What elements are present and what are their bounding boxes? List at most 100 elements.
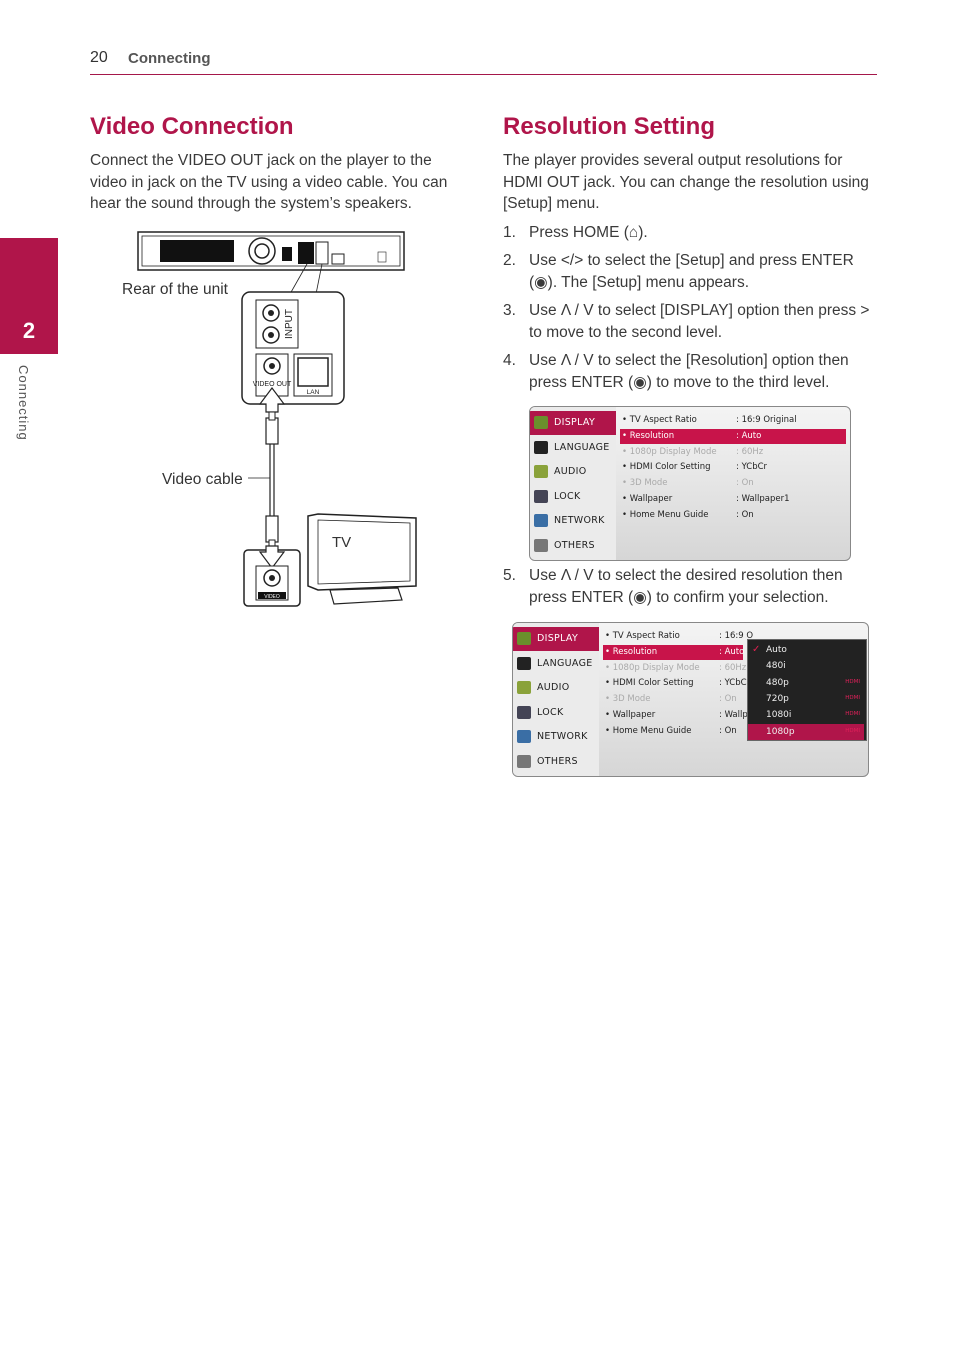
menu-option-name[interactable]: • Wallpaper — [605, 710, 656, 720]
menu-item-label: OTHERS — [554, 539, 595, 551]
menu-item-audio[interactable]: AUDIO — [530, 460, 616, 484]
input-jack-label: INPUT — [284, 309, 295, 339]
language-icon — [517, 656, 531, 670]
menu-option-name[interactable]: • 3D Mode — [605, 694, 651, 705]
menu-option-name[interactable]: • TV Aspect Ratio — [622, 415, 697, 425]
step-number: 1. — [503, 224, 516, 241]
step-number: 2. — [503, 252, 516, 269]
others-icon — [517, 754, 531, 768]
tv-illustration: TV — [307, 513, 417, 605]
menu-item-display[interactable]: DISPLAY — [530, 411, 616, 435]
menu-item-language[interactable]: LANGUAGE — [513, 652, 599, 676]
menu-item-label: LANGUAGE — [554, 441, 610, 453]
resolution-label: 480i — [766, 661, 786, 672]
lan-jack-label: LAN — [307, 389, 320, 396]
menu-item-others[interactable]: OTHERS — [513, 750, 599, 774]
resolution-setting-body: The player provides several output resol… — [503, 152, 869, 212]
chapter-tab — [0, 238, 58, 354]
network-icon — [517, 730, 531, 743]
menu-option-name[interactable]: • HDMI Color Setting — [622, 462, 711, 473]
menu-option-value: : On — [736, 509, 754, 520]
menu-option-value: : Wallp — [719, 710, 748, 720]
hdmi-tag: HDMI — [845, 727, 860, 734]
menu-option-value: : Wallpaper1 — [736, 494, 790, 504]
menu-option-value: : Auto — [736, 430, 762, 441]
menu-item-lock[interactable]: LOCK — [513, 701, 599, 725]
display-icon — [517, 632, 531, 645]
menu-option-name[interactable]: • Resolution — [622, 430, 675, 441]
checkmark-icon: ✓ — [752, 644, 761, 655]
menu-item-network[interactable]: NETWORK — [530, 509, 616, 533]
display-icon — [534, 416, 548, 429]
menu-option-name[interactable]: • TV Aspect Ratio — [605, 631, 680, 641]
menu-option-value: : YCbCr — [736, 462, 768, 473]
menu-item-label: LANGUAGE — [537, 657, 593, 669]
setup-menu-screenshot-1: DISPLAY LANGUAGE AUDIO LOCK NETWORK OTHERS • T… — [529, 406, 851, 561]
resolution-label: 720p — [766, 693, 789, 704]
menu-option-value: : On — [719, 725, 737, 736]
menu-option-value: : On — [736, 478, 754, 489]
chapter-label: Connecting — [16, 365, 31, 441]
menu-option-name[interactable]: • Resolution — [605, 646, 658, 657]
menu-option-value: : 16:9 O — [719, 631, 754, 641]
step-number: 3. — [503, 302, 516, 319]
menu-item-lock[interactable]: LOCK — [530, 485, 616, 509]
menu-option-name[interactable]: • 1080p Display Mode — [622, 446, 717, 457]
menu-option-name[interactable]: • 1080p Display Mode — [605, 662, 700, 673]
menu-item-language[interactable]: LANGUAGE — [530, 436, 616, 460]
menu-item-label: NETWORK — [554, 515, 605, 526]
video-out-jack-label: VIDEO OUT — [253, 381, 292, 388]
menu-option-value: : Auto — [719, 646, 745, 657]
audio-icon — [517, 681, 531, 694]
menu-item-label: LOCK — [537, 706, 564, 718]
tv-video-jack-label: VIDEO — [264, 594, 280, 600]
menu-option-value: : 60Hz — [736, 446, 764, 457]
resolution-option[interactable]: 1080p HDMI — [748, 723, 864, 740]
step-number: 4. — [503, 352, 516, 369]
menu-item-audio[interactable]: AUDIO — [513, 676, 599, 700]
menu-option-value: : 16:9 Original — [736, 415, 797, 425]
menu-option-name[interactable]: • Wallpaper — [622, 494, 673, 504]
option-selection-bar — [620, 428, 846, 444]
option-selection-bar — [603, 644, 743, 660]
menu-item-label: AUDIO — [537, 682, 570, 693]
audio-icon — [534, 465, 548, 478]
hdmi-tag: HDMI — [845, 711, 860, 718]
menu-option-name[interactable]: • Home Menu Guide — [605, 725, 692, 736]
video-connection-body: Connect the VIDEO OUT jack on the player… — [90, 152, 448, 212]
step-number: 5. — [503, 567, 516, 584]
step-text: Use </> to select the [Setup] and press … — [529, 252, 854, 291]
rear-of-unit-label: Rear of the unit — [122, 281, 229, 298]
unit-rear-panel — [137, 231, 405, 271]
menu-item-others[interactable]: OTHERS — [530, 534, 616, 558]
menu-item-label: DISPLAY — [554, 417, 596, 428]
menu-option-name[interactable]: • 3D Mode — [622, 478, 668, 489]
lock-icon — [517, 705, 531, 719]
menu-option-value: : On — [719, 694, 737, 705]
menu-item-label: DISPLAY — [537, 633, 579, 644]
video-connection-diagram: Rear of the unit INPUT VIDEO OUT LAN Vid… — [122, 231, 417, 607]
menu-option-name[interactable]: • HDMI Color Setting — [605, 678, 694, 689]
resolution-option[interactable]: 480i — [748, 658, 864, 674]
menu-option-name[interactable]: • Home Menu Guide — [622, 509, 709, 520]
menu-option-value: : 60Hz — [719, 662, 747, 673]
header-rule — [90, 74, 877, 75]
video-cable-label: Video cable — [162, 471, 243, 488]
menu-item-label: LOCK — [554, 490, 581, 502]
menu-item-display[interactable]: DISPLAY — [513, 627, 599, 651]
resolution-option[interactable]: ✓ Auto — [748, 642, 864, 658]
others-icon — [534, 538, 548, 552]
resolution-label: 1080p — [766, 726, 795, 737]
resolution-label: Auto — [766, 645, 787, 655]
network-icon — [534, 514, 548, 527]
step-text: Press HOME (⌂). — [529, 224, 648, 241]
menu-item-network[interactable]: NETWORK — [513, 725, 599, 749]
lock-icon — [534, 489, 548, 503]
header-section-title: Connecting — [128, 50, 211, 67]
step-text: Use Λ / V to select the desired resoluti… — [529, 567, 843, 606]
